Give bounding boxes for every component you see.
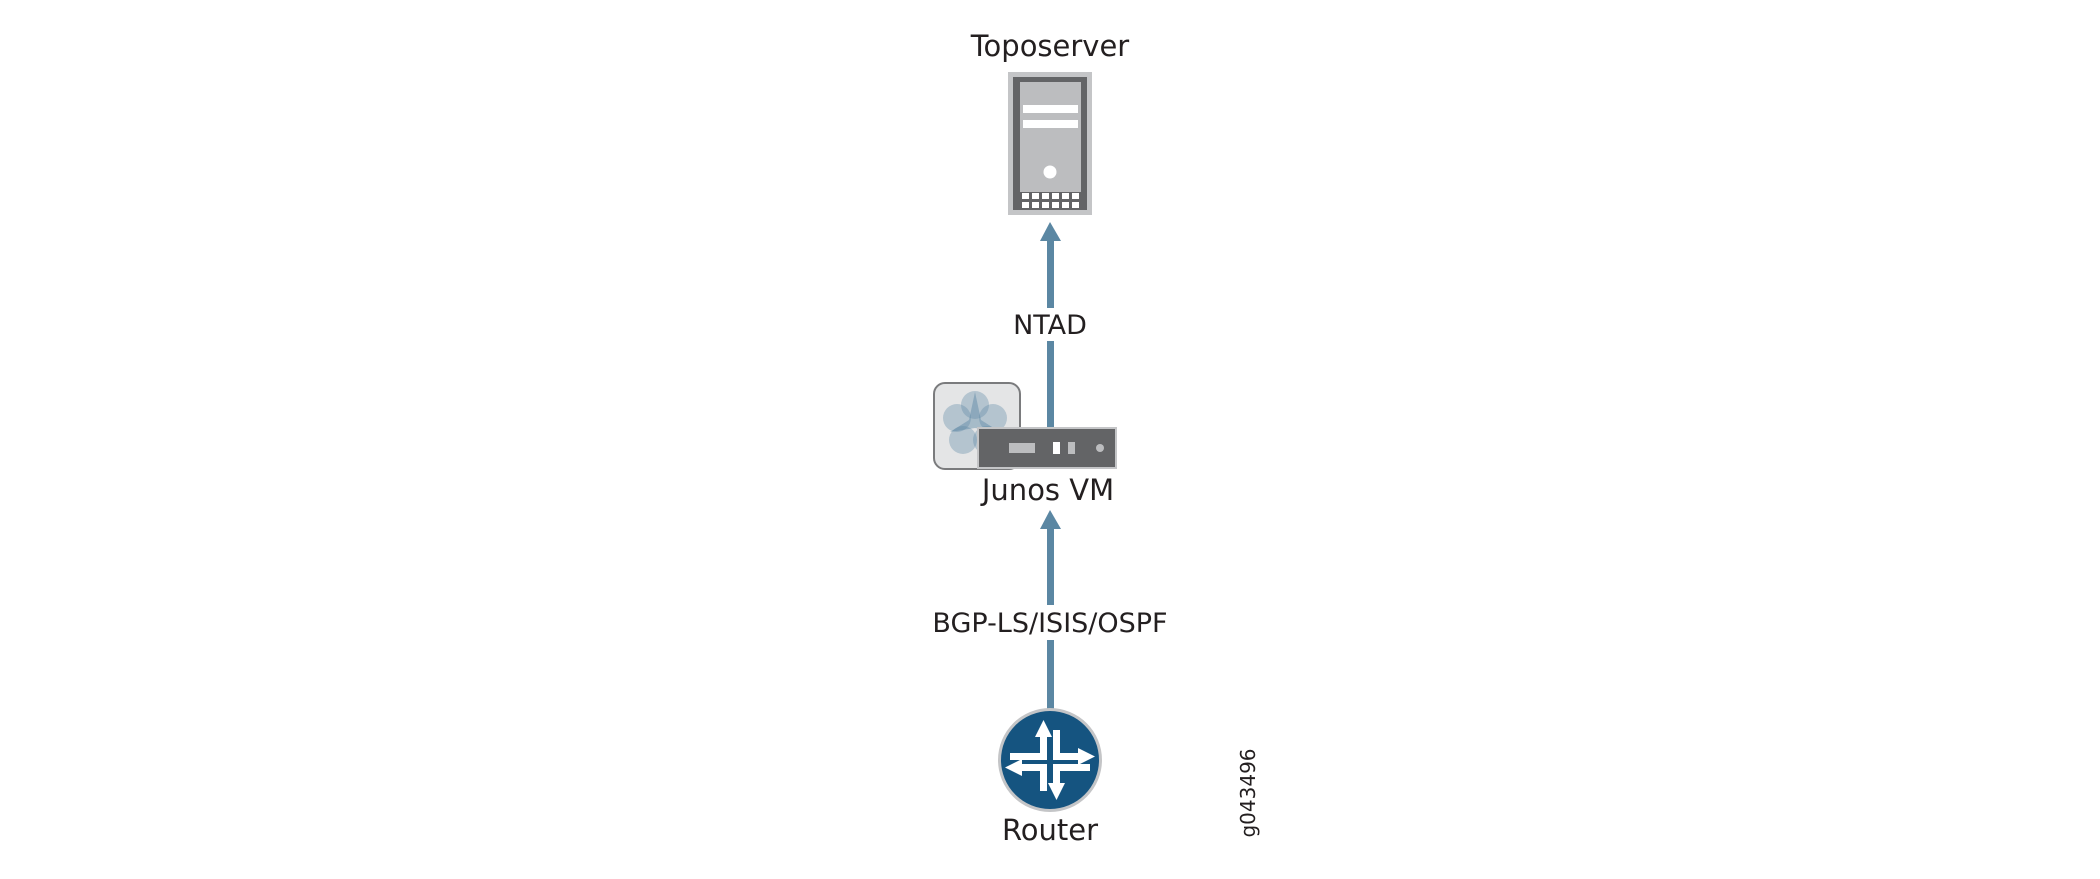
bgp-ls-line-lower <box>1047 640 1054 732</box>
ntad-line-upper <box>1047 240 1054 308</box>
virtual-machine-icon <box>933 382 1117 470</box>
toposerver-label: Toposerver <box>970 29 1130 63</box>
router-label: Router <box>1002 813 1098 847</box>
junos-vm-label: Junos VM <box>980 473 1114 507</box>
figure-id-label: g043496 <box>1236 748 1260 837</box>
router-arrows <box>1005 720 1095 800</box>
ntad-line-lower <box>1047 341 1054 429</box>
server-vent-grid <box>1022 193 1079 208</box>
bgp-ls-link-label: BGP-LS/ISIS/OSPF <box>932 608 1167 639</box>
server-icon <box>1008 72 1092 215</box>
router-icon <box>998 708 1102 812</box>
ntad-link <box>1040 222 1061 429</box>
ntad-link-label: NTAD <box>1013 310 1087 341</box>
ntad-arrowhead <box>1040 222 1061 241</box>
bgp-ls-line-upper <box>1047 528 1054 605</box>
bgp-ls-link <box>1040 510 1061 732</box>
bgp-ls-arrowhead <box>1040 510 1061 529</box>
